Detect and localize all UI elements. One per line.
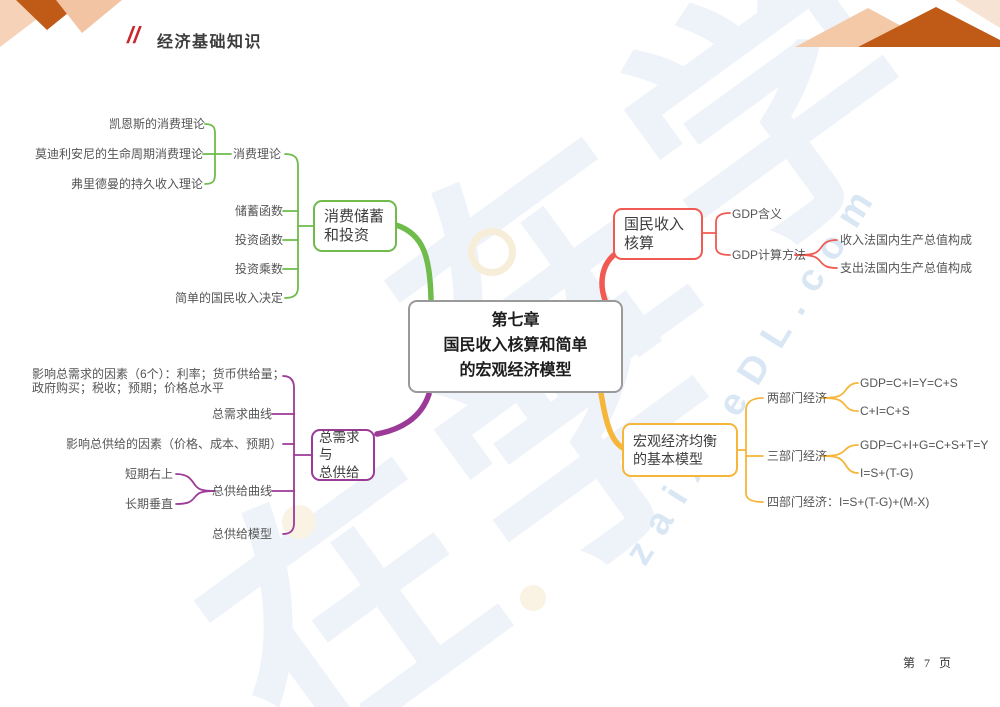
purple-branch-edges: [175, 375, 432, 535]
node-investment-function: 投资函数: [234, 233, 283, 247]
top-right-corner-decoration: [795, 0, 1000, 47]
topic-macro-equilibrium-model: 宏观经济均衡 的基本模型: [622, 423, 738, 477]
node-ad-curve: 总需求曲线: [211, 407, 272, 421]
node-two-sector-formula2: C+I=C+S: [860, 404, 910, 418]
central-topic: 第七章 国民收入核算和简单 的宏观经济模型: [408, 300, 623, 393]
node-consumption-theory: 消费理论: [233, 147, 282, 161]
central-topic-line1: 第七章: [491, 312, 540, 330]
topic-equilibrium-line1: 宏观经济均衡: [633, 432, 717, 449]
node-short-run-upward: 短期右上: [124, 467, 173, 481]
yellow-thick-curve: [598, 390, 626, 451]
node-saving-function: 储蓄函数: [234, 204, 283, 218]
red-thick-curve: [599, 252, 617, 303]
node-simple-national-income: 简单的国民收入决定: [174, 291, 283, 305]
header-slash-marks: //: [127, 22, 140, 48]
node-income-approach-gdp: 收入法国内生产总值构成: [840, 233, 973, 247]
purple-thick-curve: [374, 391, 432, 437]
central-topic-line2: 国民收入核算和简单: [443, 337, 588, 355]
node-three-sector-formula2: I=S+(T-G): [860, 466, 914, 480]
topic-consumption-line2: 和投资: [324, 227, 370, 244]
node-two-sector-formula1: GDP=C+I=Y=C+S: [860, 376, 958, 390]
page-title: 经济基础知识: [157, 34, 263, 51]
watermark-blob-2: [520, 585, 546, 611]
node-friedman-theory: 弗里德曼的持久收入理论: [70, 177, 203, 191]
topic-demand-supply-line2: 总供给: [319, 464, 360, 480]
node-expenditure-approach-gdp: 支出法国内生产总值构成: [840, 261, 973, 275]
red-branch-edges: [599, 212, 838, 303]
central-topic-line3: 的宏观经济模型: [459, 361, 572, 379]
node-gdp-meaning: GDP含义: [732, 207, 783, 221]
green-branch-edges: [202, 123, 434, 302]
node-as-curve: 总供给曲线: [211, 484, 272, 498]
topic-accounting-line1: 国民收入: [624, 215, 685, 233]
node-ad-factors: 影响总需求的因素（6个）：利率；货币供给量； 政府购买；税收；预期；价格总水平: [32, 367, 285, 395]
node-ad-factors-line2: 政府购买；税收；预期；价格总水平: [32, 381, 225, 395]
node-gdp-calculation-method: GDP计算方法: [732, 248, 807, 262]
topic-accounting-line2: 核算: [624, 235, 655, 252]
node-two-sector-economy: 两部门经济: [767, 391, 828, 405]
topic-demand-supply-line1: 总需求与: [319, 429, 360, 463]
node-three-sector-economy: 三部门经济: [767, 449, 828, 463]
node-long-run-vertical: 长期垂直: [124, 497, 173, 511]
topic-national-income-accounting: 国民收入 核算: [613, 208, 703, 260]
node-as-factors: 影响总供给的因素（价格、成本、预期）: [65, 437, 282, 451]
node-ad-factors-line1: 影响总需求的因素（6个）：利率；货币供给量；: [32, 367, 285, 381]
topic-aggregate-demand-supply: 总需求与 总供给: [311, 429, 375, 481]
node-investment-multiplier: 投资乘数: [234, 262, 283, 276]
node-as-model: 总供给模型: [211, 527, 272, 541]
node-keynes-theory: 凯恩斯的消费理论: [108, 117, 205, 131]
green-thick-curve: [393, 222, 434, 302]
node-four-sector-economy: 四部门经济：I=S+(T-G)+(M-X): [767, 495, 930, 509]
topic-consumption-line1: 消费储蓄: [324, 207, 385, 225]
top-left-corner-decoration: [0, 0, 122, 47]
node-modigliani-theory: 莫迪利安尼的生命周期消费理论: [34, 147, 203, 161]
node-three-sector-formula1: GDP=C+I+G=C+S+T=Y: [860, 438, 989, 452]
yellow-branch-edges: [598, 382, 859, 503]
topic-consumption-saving-investment: 消费储蓄 和投资: [313, 200, 397, 252]
watermark-ring: [468, 228, 516, 276]
page-number: 第 7 页: [903, 656, 955, 670]
topic-equilibrium-line2: 的基本模型: [633, 451, 703, 467]
